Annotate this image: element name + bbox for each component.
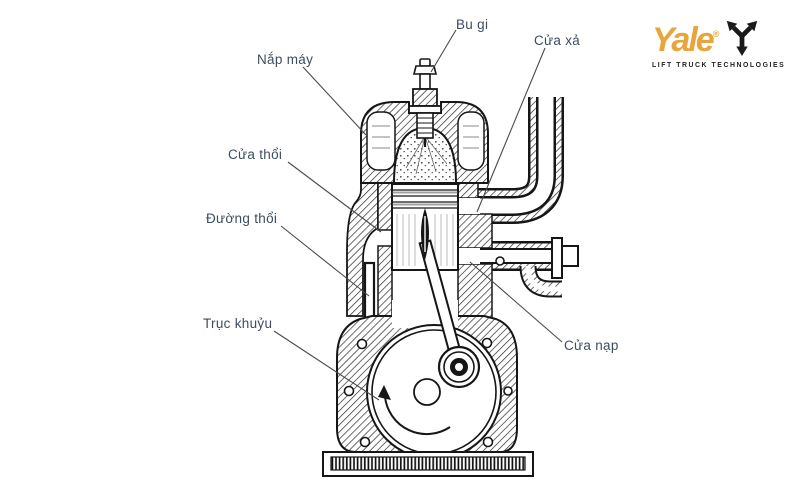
crank-pin-bearing bbox=[437, 345, 481, 389]
leader-cua-nap bbox=[469, 261, 563, 343]
transfer-passage-wall bbox=[346, 182, 379, 317]
intake-port-opening bbox=[458, 248, 480, 264]
leader-bu-gi bbox=[430, 29, 457, 73]
brand-wordmark: Yale® bbox=[652, 14, 719, 60]
logo-tagline: LIFT TRUCK TECHNOLOGIES bbox=[652, 62, 786, 69]
leader-lines bbox=[273, 29, 563, 401]
brand-text: Yale bbox=[652, 21, 715, 59]
cooling-jacket bbox=[366, 111, 485, 171]
mixture-swirl-lines bbox=[405, 135, 448, 175]
label-intake-port: Cửa nạp bbox=[564, 338, 619, 353]
leader-cua-xa bbox=[476, 47, 546, 213]
leader-truc-khuyu bbox=[273, 330, 380, 401]
crankshaft-center bbox=[413, 378, 441, 406]
cylinder-left-wall bbox=[377, 179, 393, 323]
leader-cua-thoi bbox=[287, 161, 382, 233]
carburetor-flange bbox=[551, 237, 563, 279]
bolt-holes bbox=[343, 337, 513, 448]
engine-base bbox=[322, 451, 534, 477]
transfer-passage-slot bbox=[363, 261, 376, 321]
label-cylinder-head: Nắp máy bbox=[257, 52, 314, 67]
registered-mark: ® bbox=[712, 29, 720, 39]
yale-trident-icon bbox=[727, 20, 758, 56]
label-scavenge-port: Cửa thổi bbox=[228, 147, 283, 162]
exhaust-pipe bbox=[470, 97, 564, 224]
leader-nap-may bbox=[302, 66, 367, 136]
intake-elbow bbox=[519, 265, 562, 298]
leader-duong-thoi bbox=[280, 225, 370, 297]
exhaust-port-opening bbox=[458, 198, 480, 214]
intake-stub bbox=[561, 245, 579, 267]
label-transfer-passage: Đường thổi bbox=[206, 211, 278, 226]
spark-plug bbox=[408, 58, 442, 147]
piston-pin bbox=[421, 208, 429, 260]
rotation-arrow bbox=[378, 385, 451, 435]
yale-logo: Yale® LIFT TRUCK TECHNOLOGIES bbox=[652, 14, 794, 69]
stud-detail bbox=[495, 256, 505, 266]
label-spark-plug: Bu gi bbox=[456, 17, 489, 32]
label-exhaust-port: Cửa xả bbox=[534, 33, 581, 48]
label-crankshaft: Trục khuỷu bbox=[203, 316, 273, 331]
